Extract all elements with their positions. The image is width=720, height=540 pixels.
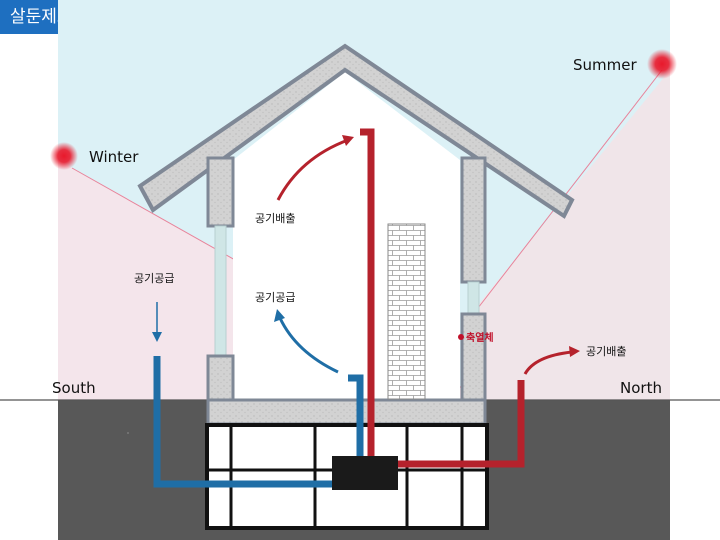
supply-pipe-inside — [348, 374, 364, 456]
exhaust-arrow-inside-head — [342, 135, 354, 146]
winter-sun-icon — [50, 142, 78, 170]
summer-sun-ray — [477, 69, 663, 309]
north-wall-upper — [460, 156, 487, 284]
thermal-mass-label: 축열체 — [466, 331, 494, 344]
north-label: North — [620, 379, 662, 397]
summer-label: Summer — [573, 56, 637, 74]
south-wall-lower — [206, 354, 235, 402]
supply-arrow-inside-head — [274, 309, 285, 322]
supply-label-inside: 공기공급 — [255, 291, 295, 304]
brick-thermal-mass — [387, 223, 426, 400]
exhaust-pipe-inside — [360, 128, 375, 456]
south-window — [214, 225, 227, 357]
supply-label-outside: 공기공급 — [134, 272, 174, 285]
winter-label: Winter — [89, 148, 139, 166]
exhaust-arrow-outside — [523, 350, 573, 375]
summer-sunlight-wedge — [478, 70, 670, 400]
exhaust-arrow-outside-head — [569, 346, 580, 357]
roof — [137, 43, 575, 219]
north-window — [467, 281, 480, 315]
supply-arrow-outside-head — [152, 332, 162, 342]
south-wall-upper — [206, 156, 235, 228]
thermal-mass-marker — [458, 334, 464, 340]
summer-sun-icon — [647, 49, 677, 79]
exhaust-label-outside: 공기배출 — [586, 345, 626, 358]
south-label: South — [52, 379, 96, 397]
floor-slab — [206, 398, 487, 426]
supply-arrow-inside — [278, 317, 339, 374]
exhaust-pipe-outside — [398, 380, 525, 468]
exhaust-arrow-inside — [276, 138, 349, 201]
supply-pipe-outside — [153, 356, 332, 488]
north-wall-lower — [460, 312, 487, 402]
foundation-frame — [205, 423, 489, 530]
exhaust-label-inside: 공기배출 — [255, 212, 295, 225]
heat-recovery-unit — [332, 456, 398, 490]
